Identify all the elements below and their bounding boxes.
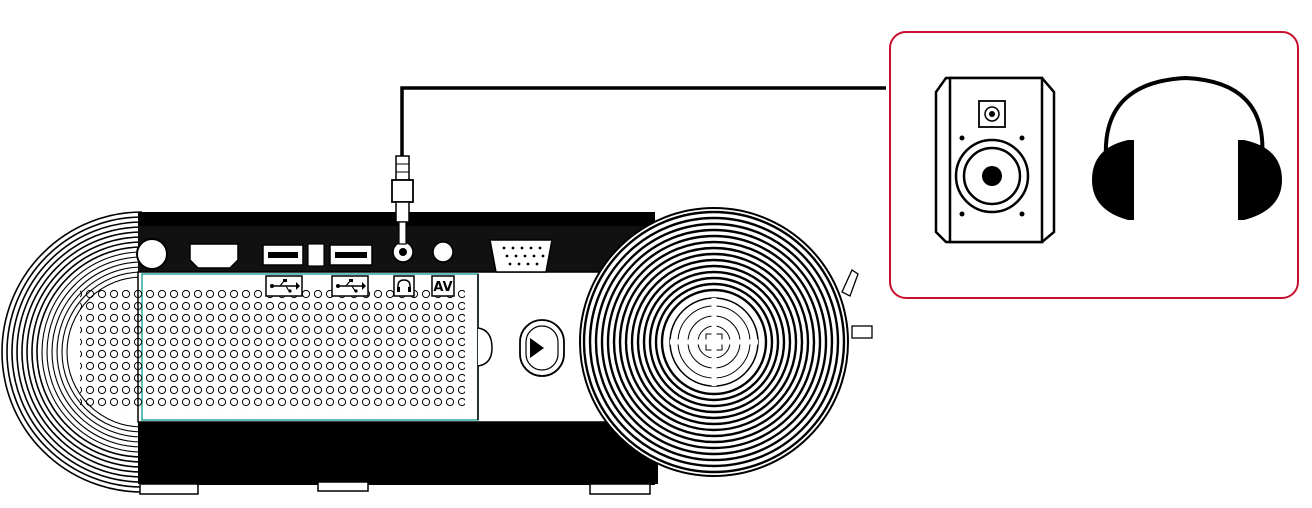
vga-pin [505,254,509,258]
headphone-icon [397,279,411,292]
ring-line [1,211,142,493]
ring-line [618,246,810,438]
ring-line [51,261,142,443]
ring-line [56,266,142,438]
av-port[interactable] [432,241,454,263]
vent-grille [80,290,465,410]
usb-icon [336,279,366,293]
ring-line [31,241,142,463]
vga-pin [511,246,515,250]
ring-line [66,276,142,428]
arrow-icon [530,338,544,358]
side-tab [477,327,493,367]
av-label: AV [431,275,455,297]
projector-foot [589,483,651,495]
speaker-icon [934,76,1056,244]
lens-center-grille [669,297,759,387]
ring-line [588,216,840,468]
ring-line [46,256,142,448]
ring-line [594,222,834,462]
vga-pin [517,262,521,266]
av-label-text: AV [433,280,452,295]
vga-pin [526,262,530,266]
vga-pin [538,246,542,250]
ring-line [642,270,786,414]
vga-port[interactable] [489,239,553,273]
usb-label-2 [331,275,369,297]
hdmi-port[interactable] [189,243,239,269]
usb-port-2[interactable] [329,244,373,266]
port-divider [307,243,325,267]
projector-foot [317,481,369,492]
ring-line [612,240,816,444]
usb-port-1[interactable] [262,244,304,266]
ring-line [36,246,142,458]
lens-knob[interactable] [841,269,859,297]
ring-line [582,210,846,474]
projector-left-end [1,211,142,493]
ring-line [600,228,828,456]
ring-line [41,251,142,453]
ring-line [16,226,142,478]
ring-line [630,258,798,426]
vga-pin [535,262,539,266]
vga-pin [529,246,533,250]
usb-icon [270,279,300,293]
projector: AV [1,207,873,495]
ring-line [636,264,792,420]
headphones-icon [1092,75,1282,220]
vga-pin [508,262,512,266]
audio-output-devices-box [889,31,1299,299]
vga-pin [523,254,527,258]
ring-line [21,231,142,473]
audio-out-port[interactable] [392,241,414,263]
ring-line [654,282,774,402]
ring-line [660,288,768,396]
vga-pin [520,246,524,250]
power-button[interactable] [136,238,168,270]
audio-jack-plug [391,155,414,245]
ring-line [6,216,142,488]
focus-wheel-button[interactable] [519,319,565,377]
ring-line [26,236,142,468]
vga-pin [532,254,536,258]
lens-knob[interactable] [851,325,873,339]
projector-bottom-panel [138,422,658,484]
ring-line [11,221,142,483]
audio-cable [391,86,886,245]
ring-line [61,271,142,433]
vga-pin [541,254,545,258]
ring-line [648,276,780,408]
projector-foot [139,483,199,495]
vga-pin [502,246,506,250]
ring-line [606,234,822,450]
vga-pin [514,254,518,258]
ring-line [624,252,804,432]
usb-label-1 [265,275,303,297]
headphone-label [393,275,415,297]
